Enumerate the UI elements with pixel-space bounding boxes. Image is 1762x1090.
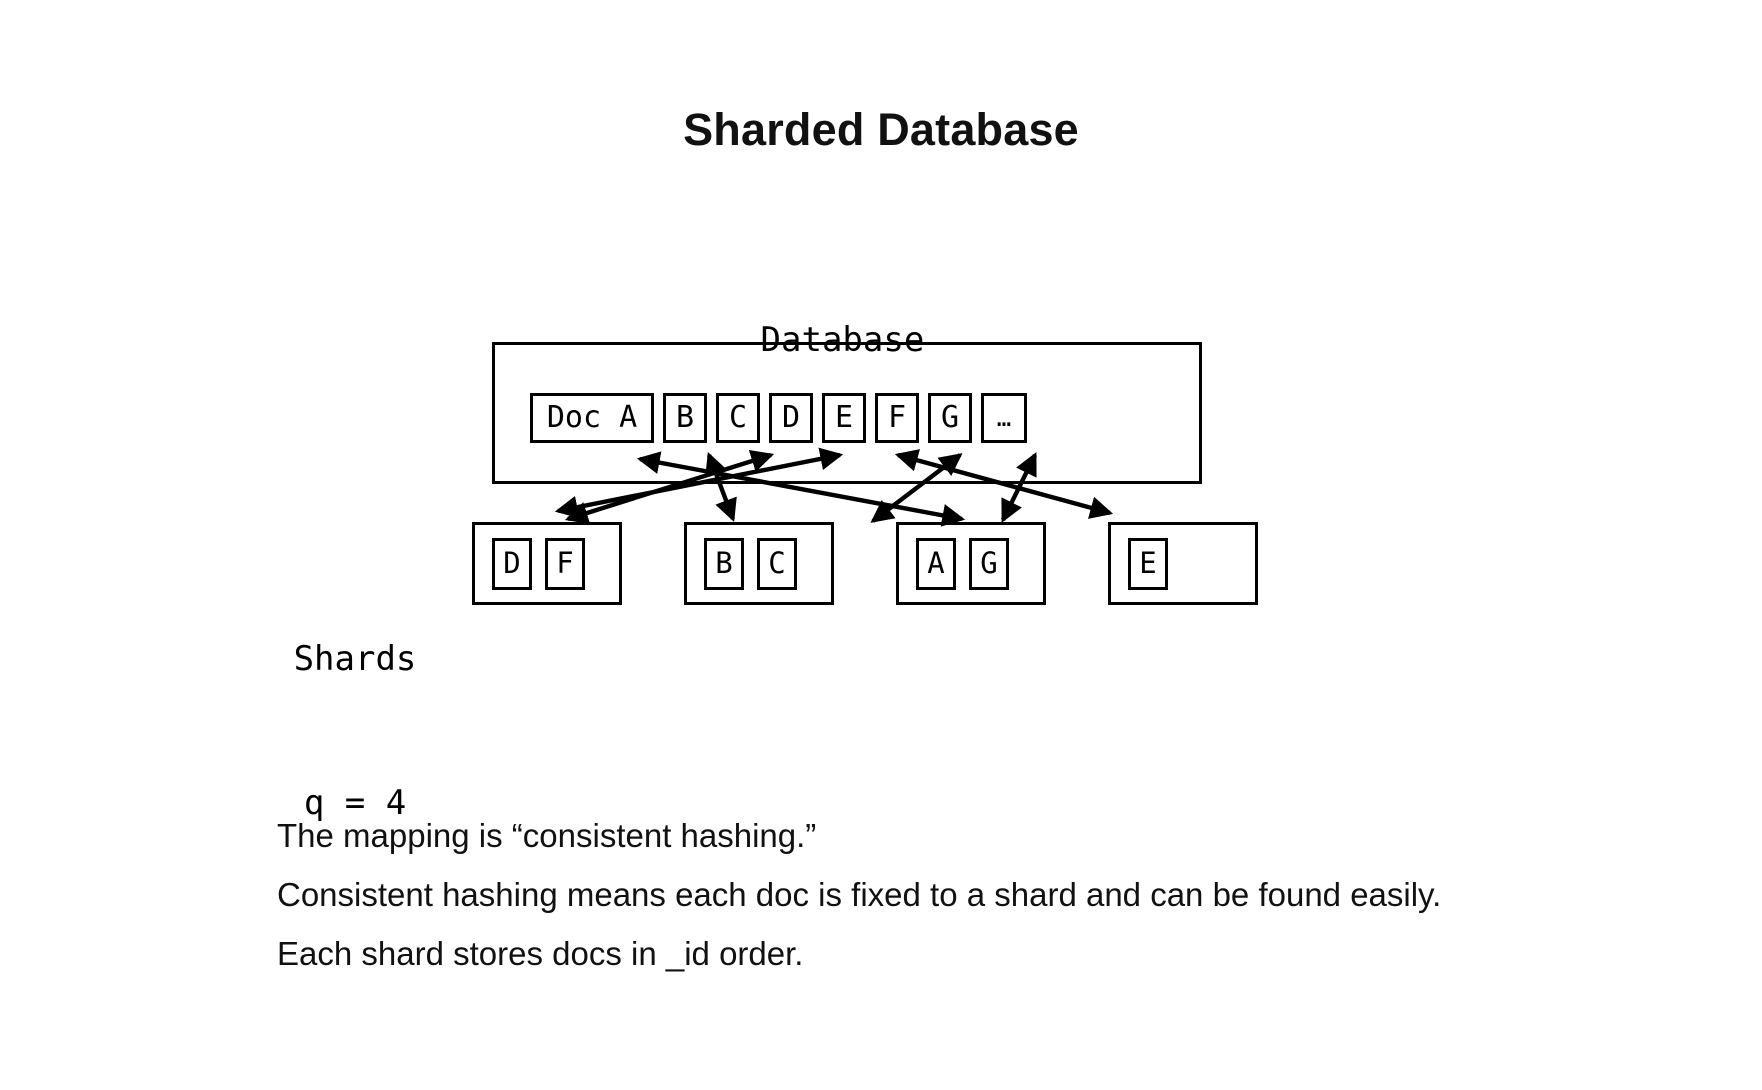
notes-line-2: Consistent hashing means each doc is fix… <box>277 876 1442 913</box>
doc-box-d[interactable]: D <box>769 393 813 443</box>
shard-2-doc-b: B <box>704 537 744 590</box>
shards-caption-line2: q = 4 <box>303 783 407 824</box>
shard-3-doc-g: G <box>969 537 1009 590</box>
page-title: Sharded Database <box>683 104 1079 155</box>
notes-line-3: Each shard stores docs in _id order. <box>277 935 804 972</box>
database-caption: Database <box>0 280 1762 400</box>
doc-box-more: … <box>981 393 1027 443</box>
doc-box-f[interactable]: F <box>875 393 919 443</box>
shard-1-doc-d: D <box>492 537 532 590</box>
doc-box-g[interactable]: G <box>928 393 972 443</box>
shard-box-4[interactable]: E <box>1108 522 1258 605</box>
doc-box-a[interactable]: Doc A <box>530 393 654 443</box>
shards-caption-line1: Shards <box>293 638 417 679</box>
notes-line-1: The mapping is “consistent hashing.” <box>277 817 817 854</box>
shard-4-doc-e: E <box>1128 537 1168 590</box>
shards-row: D F B C A G E <box>472 522 1258 605</box>
sharding-diagram: Database Doc A B C D E F G … Shards q = … <box>0 280 1762 823</box>
shard-box-1[interactable]: D F <box>472 522 622 605</box>
shard-1-doc-f: F <box>545 537 585 590</box>
doc-box-b[interactable]: B <box>663 393 707 443</box>
shard-box-3[interactable]: A G <box>896 522 1046 605</box>
database-caption-text: Database <box>760 320 925 360</box>
doc-box-e[interactable]: E <box>822 393 866 443</box>
shard-2-doc-c: C <box>757 537 797 590</box>
shard-box-2[interactable]: B C <box>684 522 834 605</box>
database-doc-row: Doc A B C D E F G … <box>530 393 1027 443</box>
notes-block: The mapping is “consistent hashing.” Con… <box>277 806 1657 983</box>
shard-3-doc-a: A <box>916 537 956 590</box>
doc-box-c[interactable]: C <box>716 393 760 443</box>
shards-caption: Shards q = 4 <box>230 538 480 924</box>
